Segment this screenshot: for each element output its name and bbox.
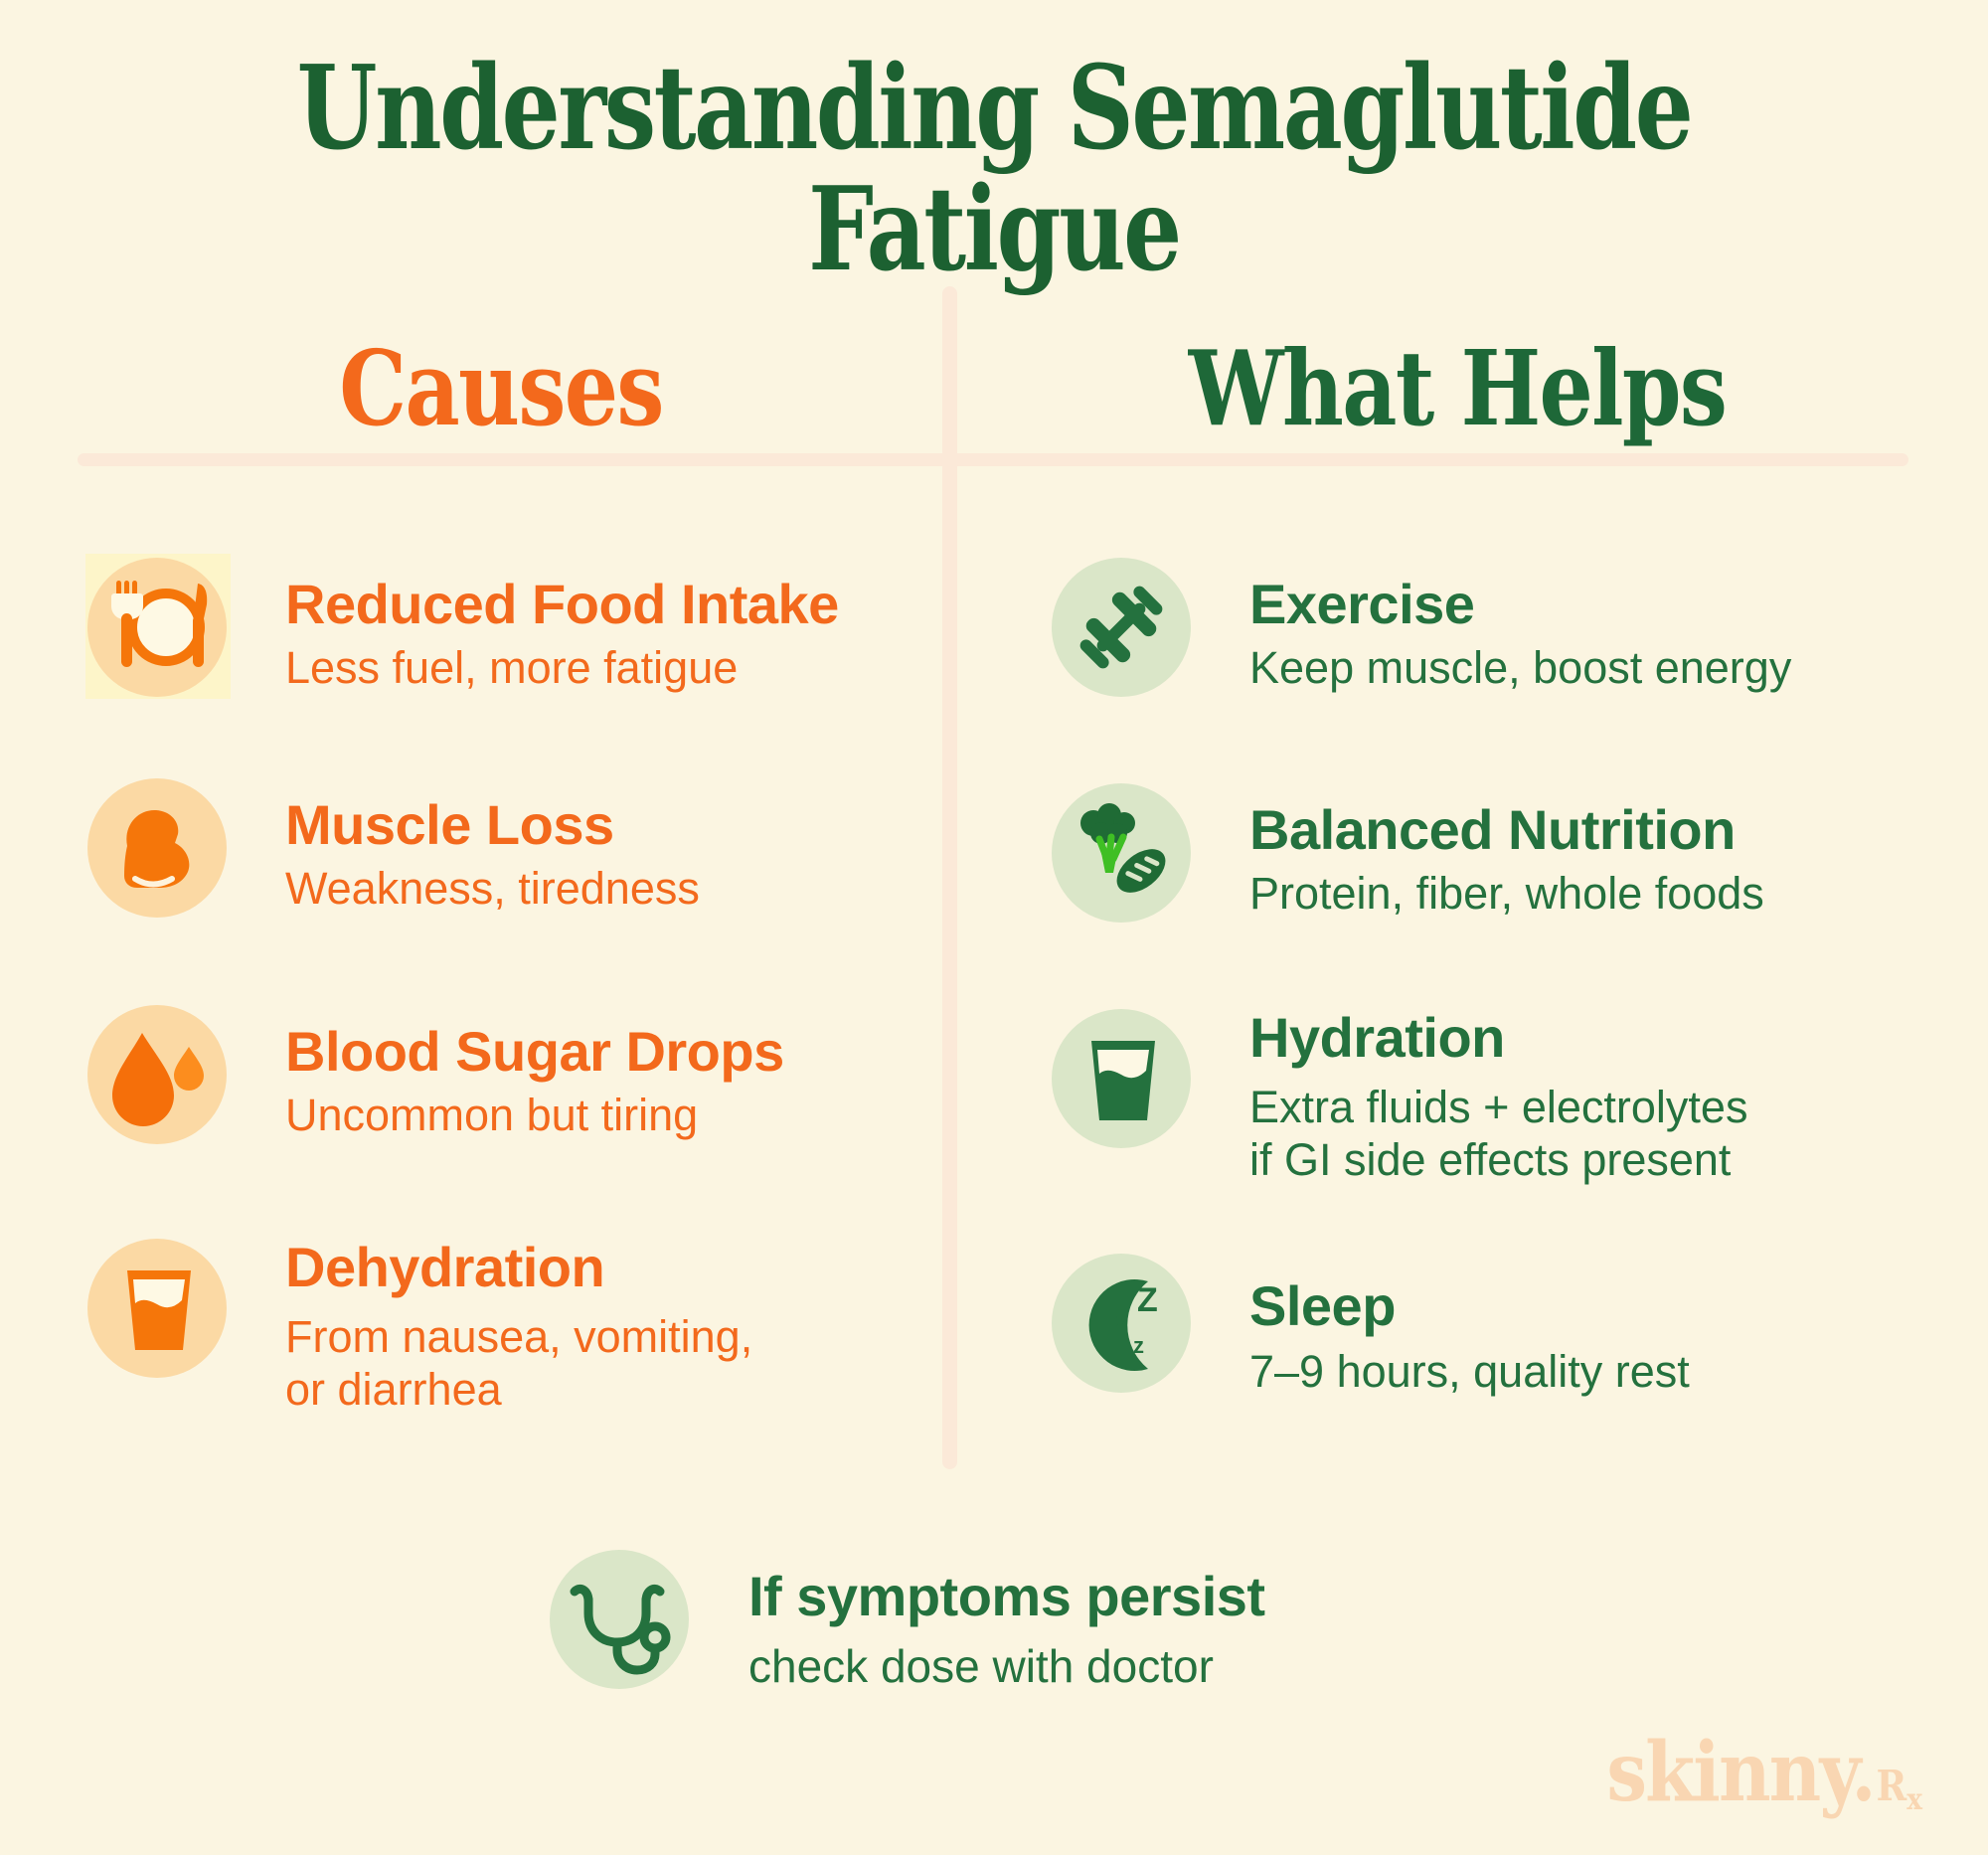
what-helps-header: What Helps: [1188, 327, 1728, 449]
help-item-hydration: Hydration Extra fluids + electrolytes if…: [1052, 1006, 1906, 1185]
help-item-sleep: Z z z Sleep 7–9 hours, quality rest: [1052, 1252, 1906, 1411]
cause-item-dehydration: Dehydration From nausea, vomiting, or di…: [87, 1236, 942, 1415]
item-title: Blood Sugar Drops: [285, 1020, 784, 1083]
item-title: Reduced Food Intake: [285, 573, 839, 635]
plate-cutlery-icon: [87, 558, 227, 697]
item-subtitle: Weakness, tiredness: [285, 863, 700, 914]
broccoli-steak-icon: [1052, 783, 1191, 923]
vertical-divider: [942, 286, 957, 1469]
drinking-glass-icon: [87, 1239, 227, 1378]
item-title: Exercise: [1249, 573, 1475, 635]
item-subtitle: Keep muscle, boost energy: [1249, 642, 1792, 693]
item-title: Balanced Nutrition: [1249, 798, 1736, 861]
page-title: Understanding Semaglutide Fatigue: [296, 41, 1694, 297]
moon-zzz-icon: Z z z: [1052, 1254, 1191, 1393]
footer-subtitle: check dose with doctor: [748, 1640, 1214, 1692]
stethoscope-icon: [550, 1550, 689, 1689]
item-title: Hydration: [1249, 1006, 1505, 1069]
sleep-z-medium: z: [1115, 1305, 1128, 1335]
item-subtitle: Protein, fiber, whole foods: [1249, 868, 1764, 919]
dumbbell-icon: [1052, 558, 1191, 697]
sleep-z-large: Z: [1137, 1281, 1158, 1319]
item-title: Dehydration: [285, 1236, 605, 1298]
cause-item-blood-sugar-drops: Blood Sugar Drops Uncommon but tiring: [87, 1003, 942, 1162]
cause-item-reduced-food-intake: Reduced Food Intake Less fuel, more fati…: [85, 554, 942, 715]
item-subtitle: 7–9 hours, quality rest: [1249, 1346, 1690, 1397]
item-subtitle: Less fuel, more fatigue: [285, 642, 739, 693]
footer-title: If symptoms persist: [748, 1565, 1265, 1627]
item-title: Muscle Loss: [285, 793, 614, 856]
brand-rx-r: R: [1876, 1762, 1907, 1810]
bicep-icon: [87, 778, 227, 918]
item-title: Sleep: [1249, 1274, 1396, 1337]
help-item-exercise: Exercise Keep muscle, boost energy: [1052, 556, 1906, 715]
cause-item-muscle-loss: Muscle Loss Weakness, tiredness: [87, 776, 942, 935]
item-subtitle: Uncommon but tiring: [285, 1090, 699, 1140]
causes-header: Causes: [339, 327, 664, 449]
brand-rx-x: x: [1906, 1782, 1922, 1817]
horizontal-divider: [78, 453, 1908, 466]
sleep-z-small: z: [1133, 1333, 1144, 1358]
droplets-icon: [87, 1005, 227, 1144]
help-item-balanced-nutrition: Balanced Nutrition Protein, fiber, whole…: [1052, 781, 1906, 940]
item-subtitle: Extra fluids + electrolytes if GI side e…: [1249, 1082, 1748, 1185]
footer-note: If symptoms persist check dose with doct…: [550, 1550, 1444, 1709]
item-subtitle: From nausea, vomiting, or diarrhea: [285, 1311, 753, 1415]
water-glass-icon: [1052, 1009, 1191, 1148]
brand-name: skinny.: [1606, 1725, 1876, 1820]
